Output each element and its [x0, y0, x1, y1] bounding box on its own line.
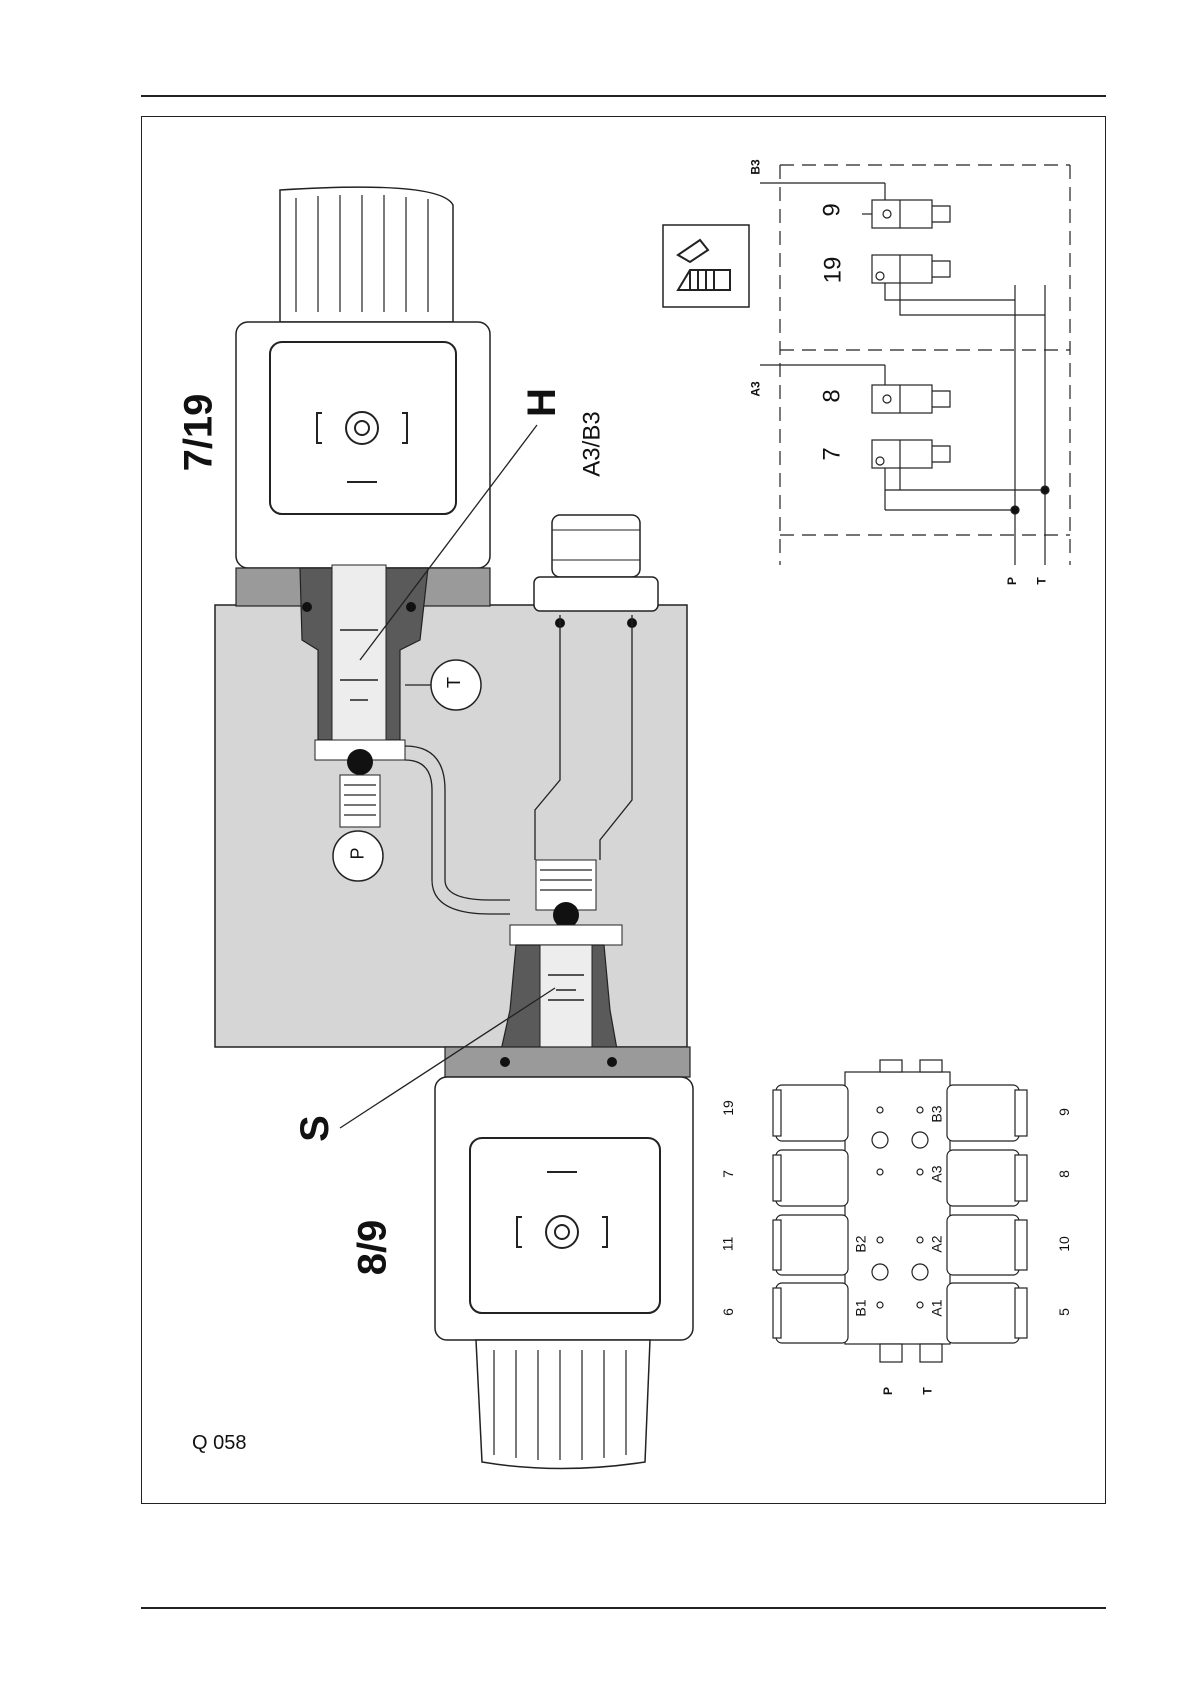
schematic-valve-8: [872, 385, 950, 413]
block-left-19: 19: [720, 1100, 736, 1116]
lift-pictogram: [663, 225, 749, 307]
hydraulic-schematic: [760, 165, 1070, 565]
schematic-valve-label-8: 8: [819, 389, 847, 402]
figure-code: Q 058: [192, 1432, 246, 1455]
block-port-b1: B1: [853, 1299, 869, 1316]
block-port-b2: B2: [853, 1235, 869, 1252]
block-left-7: 7: [720, 1170, 736, 1178]
schematic-label-t: T: [1035, 577, 1049, 584]
block-port-b3: B3: [929, 1105, 945, 1122]
schematic-valve-9: [862, 200, 950, 228]
schematic-label-a3: A3: [749, 381, 763, 396]
block-left-6: 6: [720, 1308, 736, 1316]
block-bottom-t: T: [921, 1387, 935, 1394]
block-port-a3: A3: [929, 1165, 945, 1182]
schematic-valve-19: [872, 255, 1045, 315]
port-label-p: P: [348, 847, 369, 859]
block-port-a2: A2: [929, 1235, 945, 1252]
pilot-label-s: S: [293, 1115, 338, 1142]
block-left-11: 11: [719, 1237, 735, 1252]
coil-label-top: 7/19: [176, 394, 221, 472]
block-right-5: 5: [1056, 1308, 1072, 1316]
port-label-t: T: [444, 677, 465, 688]
schematic-label-b3: B3: [749, 159, 763, 174]
solenoid-coil-top: [236, 187, 490, 606]
block-port-a1: A1: [929, 1299, 945, 1316]
block-right-9: 9: [1056, 1108, 1072, 1116]
schematic-label-p: P: [1005, 577, 1019, 585]
schematic-valve-label-19: 19: [819, 257, 847, 284]
pilot-label-h: H: [520, 388, 565, 417]
port-label-a3b3: A3/B3: [579, 411, 607, 476]
schematic-valve-7: [872, 440, 950, 510]
valve-block-overview: [773, 1060, 1027, 1362]
block-right-8: 8: [1056, 1170, 1072, 1178]
coil-label-bottom: 8/9: [350, 1220, 395, 1276]
solenoid-coil-bottom: [435, 1077, 693, 1469]
block-right-10: 10: [1056, 1236, 1072, 1252]
block-bottom-p: P: [881, 1387, 895, 1395]
schematic-valve-label-7: 7: [819, 447, 847, 460]
schematic-valve-label-9: 9: [819, 203, 847, 216]
